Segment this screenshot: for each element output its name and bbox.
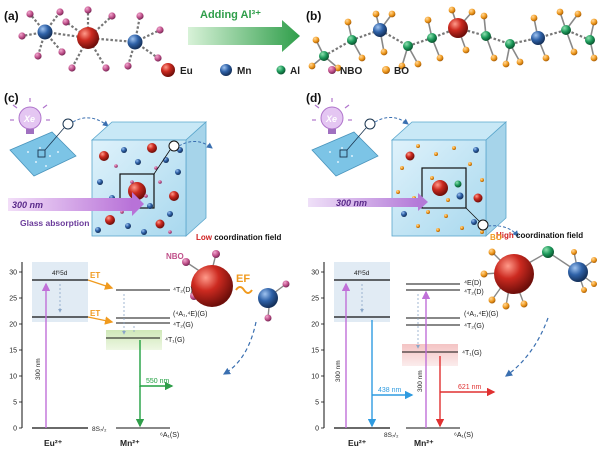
mn-level-d-2: (⁴A₁,⁴E)(G) xyxy=(464,311,498,318)
xe-lamp-d: Xe xyxy=(312,98,352,134)
legend-al: Al xyxy=(290,66,300,77)
y-tick-label: 0 xyxy=(315,426,319,433)
mn-level-d-4: ⁴T₁(G) xyxy=(462,350,482,357)
zoom-eu-bo: BO xyxy=(480,233,597,377)
mn-level-d-0: ⁴E(D) xyxy=(464,280,481,287)
adding-al-arrow: Adding Al³⁺ xyxy=(188,9,300,52)
energy-diagram-d: 0 5 10 15 20 25 30 4f⁶5d 8S₇/₂ 300 nm 438 nm ⁴… xyxy=(311,262,498,448)
beam-label-c: 300 nm xyxy=(12,200,43,210)
glass-absorption-label: Glass absorption xyxy=(20,218,89,228)
excitation-beam-d: 300 nm xyxy=(308,193,428,211)
emission-label-c: 550 nm xyxy=(146,378,170,385)
xe-label-c: Xe xyxy=(23,114,35,124)
mn-level-d-1: ⁴T₂(D) xyxy=(464,289,484,296)
legend-al-marker xyxy=(276,65,286,75)
eu-ion-d: Eu²⁺ xyxy=(348,438,367,448)
y-tick-label: 5 xyxy=(315,400,319,407)
bo-label: BO xyxy=(490,233,502,242)
energy-diagram-c: 0 5 10 15 20 25 30 4f⁶5d 8S₇/₂ 300 nm ET ET ⁴T… xyxy=(9,262,207,448)
field-rest-c: coordination field xyxy=(212,233,281,242)
mn-ion-c: Mn²⁺ xyxy=(120,438,140,448)
mn-level-c-0: ⁴T₂(D) xyxy=(173,287,193,294)
mn-level-c-3: ⁴T₁(G) xyxy=(165,337,185,344)
panel-label-c: (c) xyxy=(4,91,19,105)
xe-lamp-c: Xe xyxy=(10,98,50,134)
field-strength-c: Low xyxy=(196,233,213,242)
field-strength-d: High xyxy=(496,231,514,240)
structure-b xyxy=(308,6,598,72)
y-tick-label: 10 xyxy=(311,374,319,381)
glass-slide-c xyxy=(9,117,109,177)
coordination-label-d: High coordination field xyxy=(496,231,583,240)
y-tick-label: 25 xyxy=(311,296,319,303)
field-rest-d: coordination field xyxy=(514,231,583,240)
glass-slide-d xyxy=(311,117,409,177)
ef-label: EF xyxy=(236,273,250,285)
xe-label-d: Xe xyxy=(325,114,337,124)
legend-mn-marker xyxy=(220,64,232,76)
mn-level-c-2: ⁴T₂(G) xyxy=(173,322,193,329)
y-tick-label: 20 xyxy=(311,322,319,329)
mn-level-c-4: ⁶A₁(S) xyxy=(160,432,179,439)
eu-ground-c: 8S₇/₂ xyxy=(92,426,107,433)
arrow-label: Adding Al³⁺ xyxy=(200,9,261,21)
mn-ion-d: Mn²⁺ xyxy=(414,438,434,448)
et-label-2: ET xyxy=(90,309,100,318)
y-tick-label: 30 xyxy=(9,270,17,277)
legend-nbo-marker xyxy=(328,66,336,74)
glass-cube-c xyxy=(90,121,213,237)
y-tick-label: 10 xyxy=(9,374,17,381)
mn-level-c-1: (⁴A₁,⁴E)(G) xyxy=(173,311,207,318)
legend-mn: Mn xyxy=(237,66,251,77)
zoom-eu-nbo: NBO EF xyxy=(166,250,290,375)
y-ticks-c: 0 5 10 15 20 25 30 xyxy=(9,270,22,433)
legend-eu-marker xyxy=(161,63,175,77)
y-tick-label: 5 xyxy=(13,400,17,407)
legend-bo-marker xyxy=(382,66,390,74)
mn-emission-label-d: 621 nm xyxy=(458,384,482,391)
y-ticks-d: 0 5 10 15 20 25 30 xyxy=(311,270,324,433)
exc-label-d1: 300 nm xyxy=(335,360,342,382)
exc-label-d2: 300 nm xyxy=(417,370,424,392)
panel-label-a: (a) xyxy=(4,9,19,23)
y-tick-label: 30 xyxy=(311,270,319,277)
legend-bo: BO xyxy=(394,66,409,77)
legend-nbo: NBO xyxy=(340,66,362,77)
mn-level-d-5: ⁶A₁(S) xyxy=(454,432,473,439)
et-label-1: ET xyxy=(90,271,100,280)
y-tick-label: 20 xyxy=(9,322,17,329)
exc-label-c: 300 nm xyxy=(35,358,42,380)
eu-ground-d: 8S₇/₂ xyxy=(384,432,399,439)
eu-emission-label-d: 438 nm xyxy=(378,387,402,394)
y-tick-label: 15 xyxy=(311,348,319,355)
coordination-label-c: Low coordination field xyxy=(196,233,281,242)
excitation-beam-c: 300 nm Glass absorption xyxy=(8,192,144,228)
eu-ion-c: Eu²⁺ xyxy=(44,438,63,448)
legend: Eu Mn Al NBO BO xyxy=(161,63,409,77)
structure-a xyxy=(18,6,164,72)
glass-cube-d xyxy=(390,121,519,237)
nbo-label: NBO xyxy=(166,252,184,261)
legend-eu: Eu xyxy=(180,66,193,77)
eu-upper-c: 4f⁶5d xyxy=(52,270,68,277)
mn-level-d-3: ⁴T₂(G) xyxy=(464,323,484,330)
svg-text:High coordination field: High coordination field xyxy=(496,231,583,240)
svg-text:Low coordination field: Low coordination field xyxy=(196,233,281,242)
panel-label-b: (b) xyxy=(306,9,321,23)
eu-upper-d: 4f⁶5d xyxy=(354,270,370,277)
beam-label-d: 300 nm xyxy=(336,198,367,208)
y-tick-label: 0 xyxy=(13,426,17,433)
y-tick-label: 25 xyxy=(9,296,17,303)
y-tick-label: 15 xyxy=(9,348,17,355)
panel-label-d: (d) xyxy=(306,91,321,105)
